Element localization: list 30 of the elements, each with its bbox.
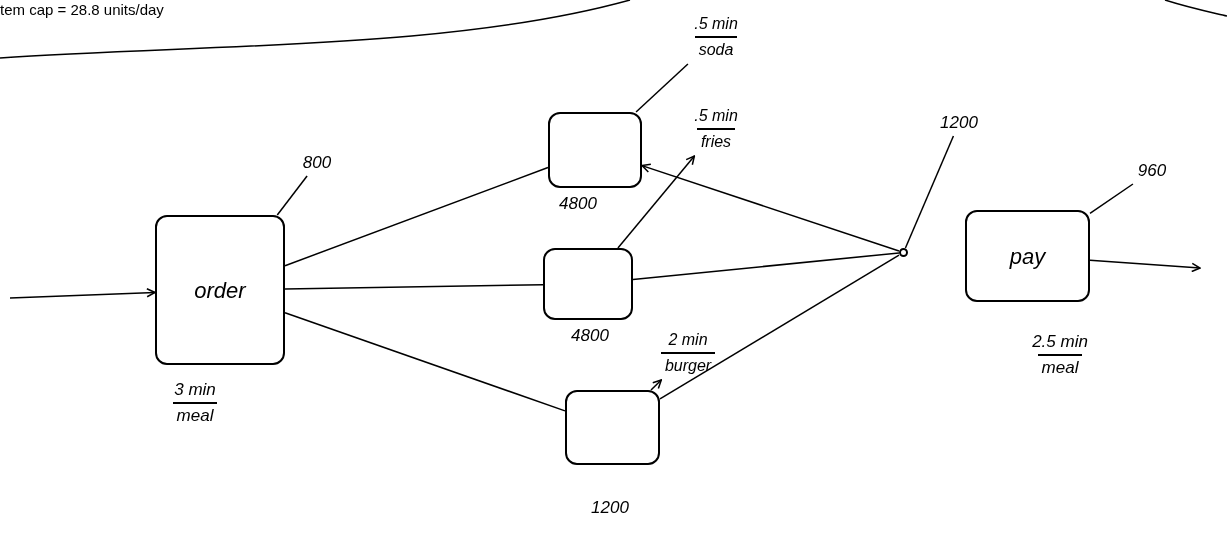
arrow: [650, 379, 663, 391]
arrow: [617, 155, 696, 249]
capacity-value: 1200: [591, 497, 629, 519]
capacity-value: 800: [292, 150, 342, 176]
process-box: order: [155, 215, 285, 365]
system-capacity-note: tem cap = 28.8 units/day: [0, 0, 164, 20]
station-box: [565, 390, 660, 465]
leader-line: [276, 175, 308, 216]
rate-value: 2.5 min: [1031, 331, 1089, 353]
capacity-value: 4800: [571, 325, 609, 347]
arrow: [1089, 259, 1201, 273]
capacity-value: 1200: [935, 110, 983, 136]
capacity-value: 960: [1130, 158, 1174, 184]
capacity-value: 4800: [559, 193, 597, 215]
rate-value: .5 min: [693, 14, 739, 34]
arrow: [9, 288, 156, 299]
process-box: pay: [965, 210, 1090, 302]
rate-unit: burger: [660, 352, 716, 378]
rate-value: 2 min: [667, 330, 709, 350]
rate-unit: meal: [1037, 354, 1083, 380]
rate-unit: meal: [172, 402, 218, 428]
leader-line: [1089, 183, 1134, 215]
station-box: [548, 112, 642, 188]
rate-unit: fries: [696, 128, 736, 154]
rate-unit: soda: [694, 36, 738, 62]
rate-value: .5 min: [693, 106, 739, 126]
rate-value: 3 min: [173, 379, 217, 401]
arrow: [641, 163, 900, 252]
station-box: [543, 248, 633, 320]
leader-line: [904, 135, 955, 249]
